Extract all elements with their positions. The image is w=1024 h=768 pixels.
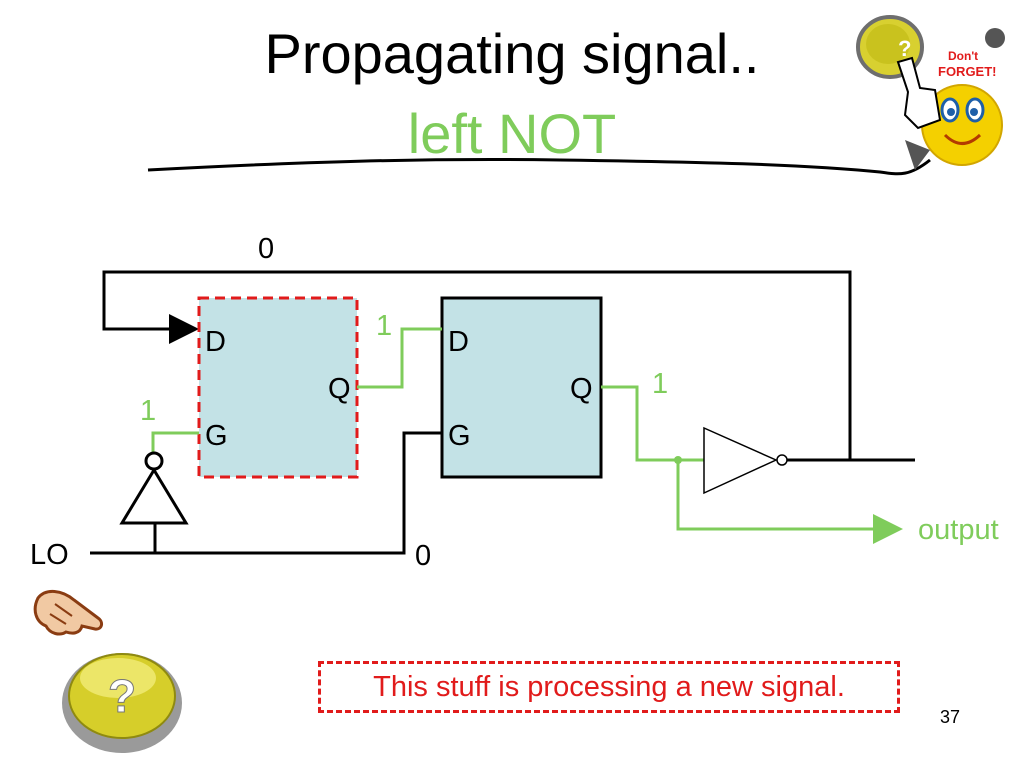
wire-output (676, 460, 903, 544)
not-gate-right-bubble (776, 454, 788, 466)
latch-right (440, 296, 603, 479)
latch-right-g-label: G (448, 420, 471, 452)
wire-not-to-left-g (151, 431, 199, 452)
slide-subtitle: left NOT (407, 102, 617, 165)
latch-right-d-label: D (448, 326, 469, 358)
callout-note: This stuff is processing a new signal. (318, 661, 900, 713)
latch-left-d-label: D (205, 326, 226, 358)
signal-left-q-value: 1 (376, 310, 393, 342)
wire-lo-bus (90, 431, 442, 555)
page-number: 37 (940, 707, 961, 727)
wire-left-q-to-right-d (357, 327, 442, 389)
svg-text:?: ? (108, 670, 136, 722)
signal-lo-bus-value: 0 (415, 540, 432, 572)
svg-text:?: ? (898, 36, 911, 61)
not-gate-left-bubble (144, 451, 164, 471)
feedback-wire (102, 270, 852, 460)
slide-title: Propagating signal.. (264, 22, 760, 85)
signal-right-q-value: 1 (652, 368, 669, 400)
latch-left-g-label: G (205, 420, 228, 452)
latch-left-q-label: Q (328, 373, 351, 405)
signal-left-g-value: 1 (140, 395, 157, 427)
output-label: output (918, 514, 999, 546)
not-gate-left (119, 467, 189, 525)
svg-text:Don't: Don't (948, 49, 978, 63)
not-gate-right (703, 426, 778, 495)
svg-text:FORGET!: FORGET! (938, 64, 997, 79)
latch-right-q-label: Q (570, 373, 593, 405)
input-lo-label: LO (30, 539, 69, 571)
wire-right-q (601, 385, 704, 462)
pointing-hand-icon (33, 590, 104, 636)
dont-forget-clipart: ? Don't FORGET! (856, 15, 1005, 170)
question-button-icon: ? (62, 653, 182, 753)
title-underline (147, 157, 931, 176)
signal-feedback-value: 0 (258, 233, 275, 265)
latch-left (197, 296, 359, 479)
